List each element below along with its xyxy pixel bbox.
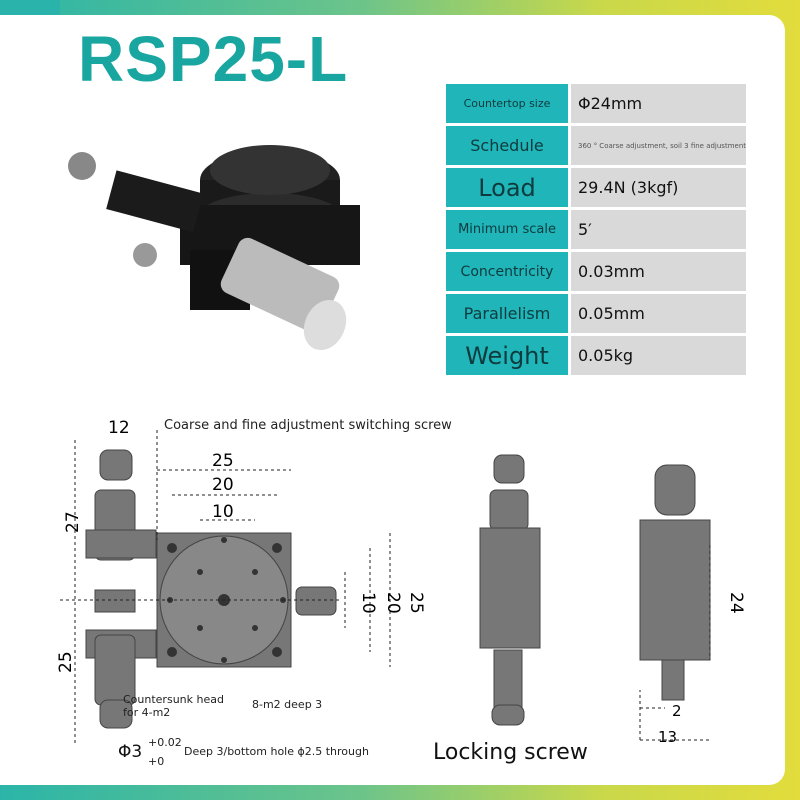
spec-value: 0.05kg (571, 336, 746, 375)
m2-label: 8-m2 deep 3 (252, 698, 323, 711)
switch-screw-label: Coarse and fine adjustment switching scr… (164, 418, 452, 433)
spec-label: Load (446, 168, 568, 207)
spec-label: Weight (446, 336, 568, 375)
spec-label: Parallelism (446, 294, 568, 333)
dim-13: 13 (658, 728, 677, 746)
dim-20-right: 20 (383, 592, 403, 614)
spec-value: 5′ (571, 210, 746, 249)
spec-value: 0.03mm (571, 252, 746, 291)
spec-label: Schedule (446, 126, 568, 165)
product-title: RSP25-L (78, 23, 349, 95)
spec-label: Countertop size (446, 84, 568, 123)
spec-label: Concentricity (446, 252, 568, 291)
dim-2: 2 (672, 702, 682, 720)
tolerance-zero: +0 (148, 755, 165, 768)
dim-25-left: 25 (56, 651, 76, 673)
spec-value: 360 ° Coarse adjustment, soil 3 fine adj… (571, 126, 746, 165)
dim-25-right: 25 (406, 592, 426, 614)
dim-10-top: 10 (212, 502, 234, 522)
product-photo (68, 145, 360, 351)
dim-24: 24 (726, 592, 746, 614)
spec-label: Minimum scale (446, 210, 568, 249)
tolerance-plus: +0.02 (148, 736, 182, 749)
spec-value: Φ24mm (571, 84, 746, 123)
countersunk-label: Countersunk head (123, 693, 224, 706)
spec-value: 29.4N (3kgf) (571, 168, 746, 207)
phi3-label: Φ3 (118, 742, 143, 762)
dim-12: 12 (108, 418, 130, 438)
dim-10-right: 10 (358, 592, 378, 614)
bottom-hole-label: Deep 3/bottom hole ϕ2.5 through (184, 745, 369, 758)
countersunk-label-2: for 4-m2 (123, 706, 171, 719)
dim-27: 27 (63, 511, 83, 533)
spec-value: 0.05mm (571, 294, 746, 333)
locking-screw-label: Locking screw (433, 740, 588, 765)
dim-25-top: 25 (212, 451, 234, 471)
dim-20-top: 20 (212, 475, 234, 495)
